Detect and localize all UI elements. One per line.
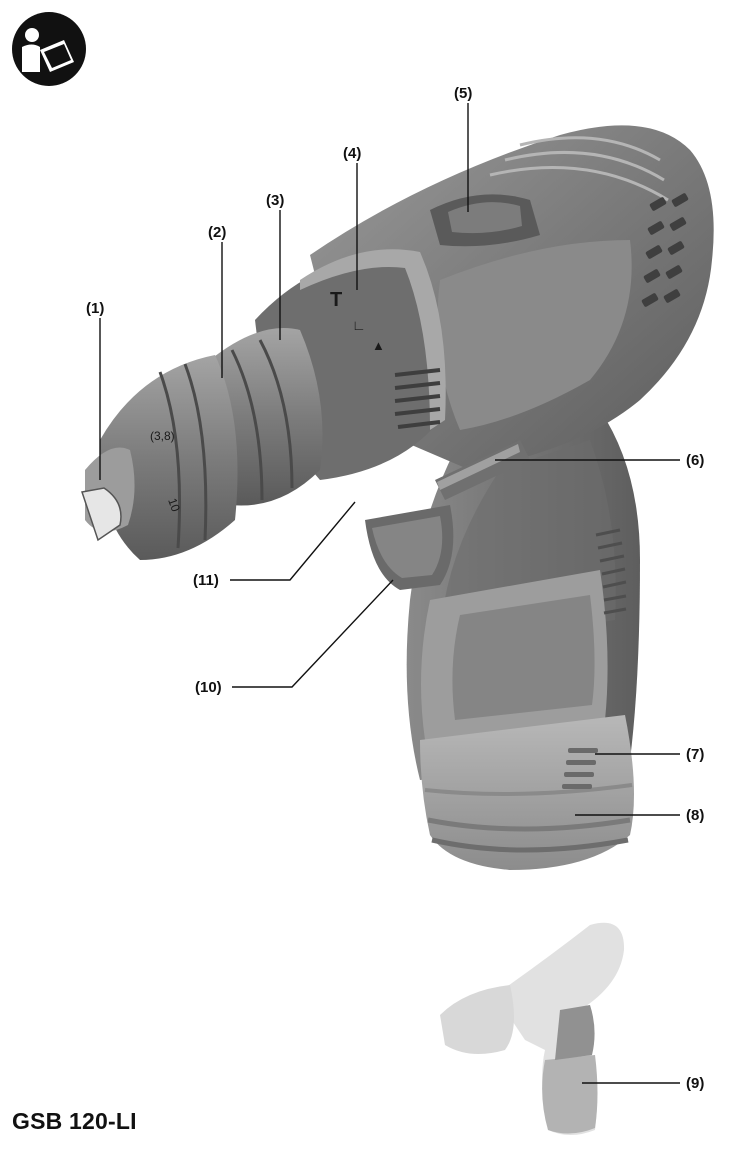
- reference-drill-small: [440, 922, 625, 1135]
- callout-9: (9): [686, 1075, 704, 1092]
- callout-10: (10): [195, 679, 222, 696]
- callout-labels: (1) (2) (3) (4) (5) (6) (7) (8) (9) (10)…: [86, 85, 704, 1092]
- svg-text:(3,8): (3,8): [150, 429, 175, 443]
- callout-8: (8): [686, 807, 704, 824]
- model-name: GSB 120-LI: [12, 1108, 137, 1134]
- callout-5: (5): [454, 85, 472, 102]
- callout-4: (4): [343, 145, 361, 162]
- callout-2: (2): [208, 224, 226, 241]
- callout-leaders: [99, 103, 680, 1084]
- callout-11: (11): [193, 572, 219, 589]
- callout-1: (1): [86, 300, 104, 317]
- battery-pack: [420, 715, 634, 870]
- svg-text:▲: ▲: [372, 338, 385, 353]
- read-manual-icon: [12, 12, 86, 86]
- svg-text:T: T: [330, 289, 342, 311]
- callout-6: (6): [686, 452, 704, 469]
- callout-3: (3): [266, 192, 284, 209]
- keyless-chuck: (3,8) 10: [81, 328, 323, 560]
- svg-text:∟: ∟: [352, 317, 366, 333]
- svg-text:10: 10: [165, 496, 183, 514]
- callout-7: (7): [686, 746, 704, 763]
- drill-handle: [406, 410, 640, 780]
